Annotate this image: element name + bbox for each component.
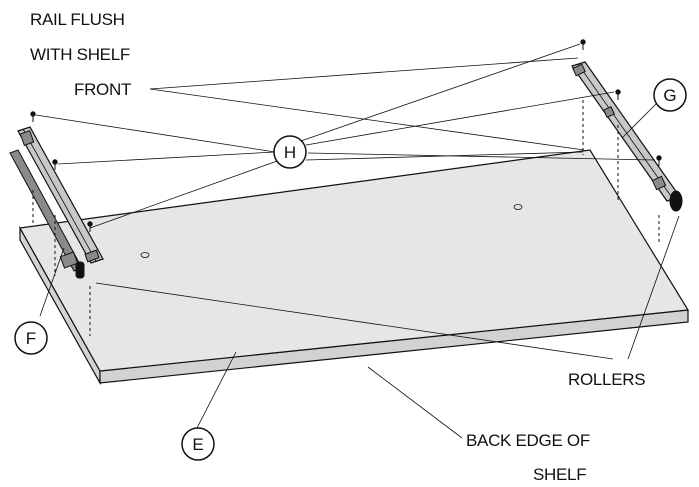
right-rail-bracket (572, 63, 586, 77)
screw (580, 39, 586, 50)
right-roller (669, 190, 683, 212)
screw (30, 111, 36, 122)
rail-flush-label-line3: FRONT (74, 80, 131, 99)
left-rail-bracket (59, 251, 79, 269)
back-edge-label-line1: BACK EDGE OF (466, 431, 590, 450)
rail-flush-label-line1: RAIL FLUSH (30, 10, 125, 29)
left-rail-bracket (19, 130, 35, 146)
left-rail (9, 126, 104, 279)
leader-lines (35, 43, 680, 439)
shelf-hole (513, 204, 523, 210)
callout-e-letter: E (192, 435, 203, 454)
callout-h: H (273, 135, 307, 169)
screw (656, 155, 662, 166)
shelf-top-surface (19, 149, 690, 372)
screw (87, 221, 93, 232)
screw (52, 159, 58, 170)
rail-flush-label-line2: WITH SHELF (30, 45, 130, 64)
callout-g: G (653, 78, 687, 112)
left-roller (75, 261, 85, 279)
callout-g-letter: G (663, 86, 676, 105)
left-rail-body (17, 126, 104, 264)
callout-h-letter: H (284, 143, 296, 162)
callout-e: E (181, 427, 215, 461)
callout-f-letter: F (26, 329, 36, 348)
screw-paths (32, 100, 660, 336)
rollers-label: ROLLERS (568, 370, 645, 389)
screw (615, 89, 621, 100)
back-edge-label-line2: SHELF (533, 465, 586, 484)
shelf-panel (19, 149, 690, 386)
callout-f: F (14, 321, 48, 355)
shelf-hole (140, 252, 150, 258)
right-rail (571, 61, 683, 212)
screws (30, 39, 662, 232)
